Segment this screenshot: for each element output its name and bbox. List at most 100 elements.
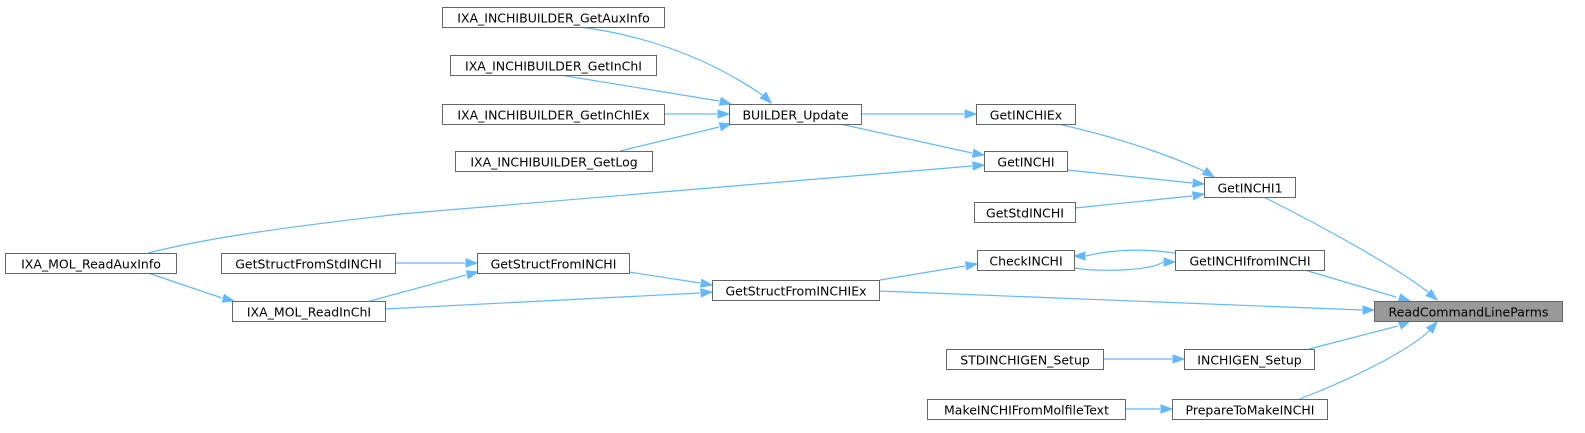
node-IXA_MOL_ReadAuxInfo[interactable]: IXA_MOL_ReadAuxInfo	[5, 253, 177, 274]
node-label: INCHIGEN_Setup	[1197, 353, 1301, 368]
arrowhead-icon	[1072, 251, 1086, 261]
edge-line	[879, 265, 966, 281]
node-box[interactable]	[232, 301, 386, 322]
node-box[interactable]	[455, 151, 653, 172]
node-box[interactable]	[729, 104, 862, 125]
node-box[interactable]	[946, 349, 1104, 370]
edge-GetINCHIEx-to-GetINCHI1	[1057, 123, 1216, 178]
node-STDINCHIGEN_Setup[interactable]: STDINCHIGEN_Setup	[946, 349, 1104, 370]
node-box[interactable]	[977, 250, 1075, 271]
edge-IXA_MOL_ReadInChI-to-GetStructFromINCHI	[369, 270, 480, 302]
arrowhead-icon	[1397, 320, 1412, 330]
node-box[interactable]	[477, 253, 630, 274]
edge-IXA_INCHIBUILDER_GetInChI-to-BUILDER_Update	[559, 74, 733, 106]
edge-line	[619, 126, 720, 152]
node-GetINCHIfromINCHI[interactable]: GetINCHIfromINCHI	[1175, 250, 1325, 271]
edge-CheckINCHI-to-GetINCHIfromINCHI	[1073, 257, 1177, 271]
node-label: IXA_INCHIBUILDER_GetInChIEx	[457, 108, 649, 123]
node-box[interactable]	[974, 202, 1076, 223]
node-label: MakeINCHIFromMolfileText	[944, 403, 1109, 418]
arrowhead-icon	[1160, 404, 1174, 414]
node-IXA_INCHIBUILDER_GetInChI[interactable]: IXA_INCHIBUILDER_GetInChI	[450, 55, 657, 76]
node-GetStructFromINCHI[interactable]: GetStructFromINCHI	[477, 253, 630, 274]
edge-BUILDER_Update-to-GetINCHIEx	[861, 109, 978, 119]
edge-GetStructFromINCHIEx-to-ReadCommandLineParms	[878, 290, 1376, 315]
node-CheckINCHI[interactable]: CheckINCHI	[977, 250, 1075, 271]
edge-line	[1304, 269, 1397, 298]
arrowhead-icon	[699, 278, 714, 288]
node-GetINCHI[interactable]: GetINCHI	[984, 151, 1068, 172]
edge-GetStructFromINCHIEx-to-CheckINCHI	[879, 261, 979, 281]
node-label: GetStructFromINCHI	[491, 257, 617, 272]
edge-line	[369, 274, 467, 302]
edge-line	[1085, 249, 1176, 257]
node-box[interactable]	[221, 253, 396, 274]
node-label: GetINCHI1	[1217, 181, 1282, 196]
arrowhead-icon	[1397, 293, 1412, 303]
arrowhead-icon	[465, 270, 480, 280]
node-IXA_INCHIBUILDER_GetLog[interactable]: IXA_INCHIBUILDER_GetLog	[455, 151, 653, 172]
node-box[interactable]	[1374, 301, 1563, 322]
node-box[interactable]	[442, 104, 665, 125]
node-INCHIGEN_Setup[interactable]: INCHIGEN_Setup	[1184, 349, 1315, 370]
edge-line	[147, 272, 223, 299]
node-box[interactable]	[1172, 399, 1328, 420]
edge-line	[839, 123, 973, 154]
node-MakeINCHIFromMolfileText[interactable]: MakeINCHIFromMolfileText	[927, 399, 1126, 420]
edge-GetStructFromINCHI-to-GetStructFromINCHIEx	[628, 271, 714, 288]
node-box[interactable]	[1175, 250, 1325, 271]
node-IXA_MOL_ReadInChI[interactable]: IXA_MOL_ReadInChI	[232, 301, 386, 322]
node-label: GetINCHIfromINCHI	[1189, 254, 1310, 269]
edge-line	[1066, 169, 1193, 184]
arrowhead-icon	[972, 161, 986, 171]
arrowhead-icon	[700, 288, 714, 298]
edge-IXA_INCHIBUILDER_GetInChIEx-to-BUILDER_Update	[664, 109, 731, 119]
edge-line	[1299, 329, 1431, 400]
edge-line	[559, 74, 720, 102]
node-box[interactable]	[1184, 349, 1315, 370]
node-box[interactable]	[976, 104, 1076, 125]
arrowhead-icon	[1191, 191, 1206, 201]
edge-GetStructFromStdINCHI-to-GetStructFromINCHI	[395, 258, 479, 268]
node-label: GetStructFromINCHIEx	[725, 284, 866, 299]
arrowhead-icon	[1192, 178, 1206, 188]
node-box[interactable]	[442, 7, 665, 28]
node-GetStdINCHI[interactable]: GetStdINCHI	[974, 202, 1076, 223]
node-IXA_INCHIBUILDER_GetAuxInfo[interactable]: IXA_INCHIBUILDER_GetAuxInfo	[442, 7, 665, 28]
node-box[interactable]	[1204, 177, 1296, 198]
node-GetINCHI1[interactable]: GetINCHI1	[1204, 177, 1296, 198]
edge-GetStdINCHI-to-GetINCHI1	[1074, 191, 1206, 209]
arrowhead-icon	[971, 148, 986, 158]
arrowhead-icon	[221, 293, 236, 303]
node-box[interactable]	[984, 151, 1068, 172]
node-ReadCommandLineParms[interactable]: ReadCommandLineParms	[1374, 301, 1563, 322]
node-box[interactable]	[5, 253, 177, 274]
node-box[interactable]	[712, 280, 880, 301]
edge-line	[147, 165, 973, 254]
edge-MakeINCHIFromMolfileText-to-PrepareToMakeINCHI	[1125, 404, 1174, 414]
node-GetINCHIEx[interactable]: GetINCHIEx	[976, 104, 1076, 125]
edge-IXA_MOL_ReadInChI-to-GetStructFromINCHIEx	[384, 288, 714, 310]
arrowhead-icon	[1172, 354, 1186, 364]
edge-line	[878, 290, 1363, 311]
edge-GetINCHI-to-GetINCHI1	[1066, 169, 1206, 188]
node-IXA_INCHIBUILDER_GetInChIEx[interactable]: IXA_INCHIBUILDER_GetInChIEx	[442, 104, 665, 125]
edge-line	[1074, 195, 1193, 209]
node-label: IXA_INCHIBUILDER_GetLog	[470, 155, 637, 170]
arrowhead-icon	[1425, 320, 1438, 334]
node-box[interactable]	[927, 399, 1126, 420]
node-GetStructFromINCHIEx[interactable]: GetStructFromINCHIEx	[712, 280, 880, 301]
node-label: IXA_MOL_ReadAuxInfo	[21, 257, 161, 272]
edge-PrepareToMakeINCHI-to-ReadCommandLineParms	[1299, 320, 1438, 400]
node-GetStructFromStdINCHI[interactable]: GetStructFromStdINCHI	[221, 253, 396, 274]
arrowhead-icon	[1201, 166, 1216, 178]
node-label: STDINCHIGEN_Setup	[960, 353, 1090, 368]
arrowhead-icon	[718, 122, 733, 132]
node-box[interactable]	[450, 55, 657, 76]
node-PrepareToMakeINCHI[interactable]: PrepareToMakeINCHI	[1172, 399, 1328, 420]
edge-line	[1308, 325, 1399, 350]
edge-IXA_INCHIBUILDER_GetAuxInfo-to-BUILDER_Update	[579, 26, 773, 105]
node-label: BUILDER_Update	[742, 108, 848, 123]
node-BUILDER_Update[interactable]: BUILDER_Update	[729, 104, 862, 125]
arrowhead-icon	[759, 91, 773, 105]
